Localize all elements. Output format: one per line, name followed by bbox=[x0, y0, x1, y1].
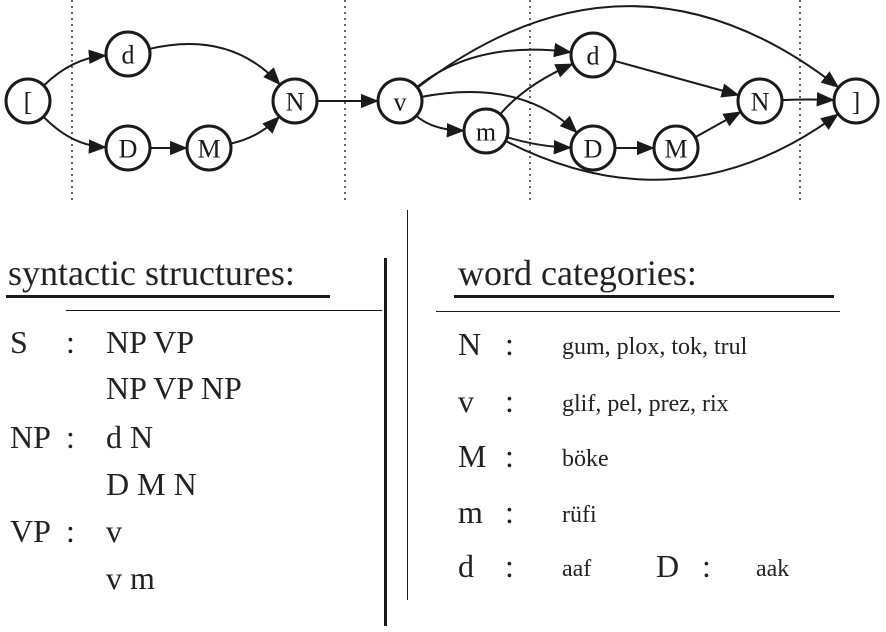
node-label: d bbox=[122, 41, 135, 70]
word-category: D bbox=[656, 548, 680, 584]
edge-start-d1 bbox=[43, 49, 107, 87]
node-circle bbox=[271, 77, 319, 125]
rule-rhs: NP VP bbox=[106, 324, 195, 360]
node-label: d bbox=[587, 42, 600, 71]
word-list: glif, pel, prez, rix bbox=[562, 391, 729, 417]
word-category: M bbox=[458, 438, 487, 474]
node-N1: N bbox=[271, 77, 319, 125]
node-circle bbox=[652, 124, 700, 172]
word-separator: : bbox=[505, 548, 514, 584]
node-circle bbox=[462, 107, 510, 155]
word-category: m bbox=[458, 494, 483, 530]
edge-v-D2 bbox=[421, 91, 578, 134]
edge-m-D2 bbox=[506, 136, 572, 155]
node-v: v bbox=[376, 77, 424, 125]
edge-v-end bbox=[416, 5, 840, 89]
node-start: [ bbox=[4, 77, 52, 125]
edge-N2-end bbox=[781, 92, 835, 107]
node-label: v bbox=[394, 88, 407, 117]
rule-rhs: NP VP NP bbox=[106, 370, 242, 406]
node-label: m bbox=[476, 118, 496, 147]
edge-v-m bbox=[415, 115, 465, 138]
edge-m-d2 bbox=[499, 63, 574, 115]
word-separator: : bbox=[505, 326, 514, 362]
node-circle bbox=[832, 77, 880, 125]
word-separator: : bbox=[505, 494, 514, 530]
node-label: N bbox=[751, 88, 770, 117]
edge-d1-N1 bbox=[149, 43, 281, 86]
words-title-underline bbox=[454, 295, 834, 298]
rule-rhs: D M N bbox=[106, 466, 197, 502]
word-category: d bbox=[458, 548, 474, 584]
edge-d2-N2 bbox=[613, 59, 740, 98]
node-label: [ bbox=[24, 88, 33, 117]
node-circle bbox=[569, 124, 617, 172]
rule-separator: : bbox=[66, 324, 75, 360]
words-title: word categories: bbox=[458, 253, 697, 293]
node-circle bbox=[569, 31, 617, 79]
node-D2: D bbox=[569, 124, 617, 172]
node-circle bbox=[104, 30, 152, 78]
rule-separator: : bbox=[66, 419, 75, 455]
node-M2: M bbox=[652, 124, 700, 172]
word-separator: : bbox=[505, 438, 514, 474]
node-M1: M bbox=[185, 124, 233, 172]
edge-m-end bbox=[505, 113, 839, 181]
divider-center bbox=[407, 210, 408, 600]
word-list: aaf bbox=[562, 556, 592, 582]
node-N2: N bbox=[736, 77, 784, 125]
node-label: M bbox=[197, 135, 220, 164]
node-label: N bbox=[286, 88, 305, 117]
syntax-title: syntactic structures: bbox=[8, 253, 295, 293]
word-list: böke bbox=[562, 446, 609, 472]
rule-lhs: S bbox=[10, 324, 28, 360]
node-label: M bbox=[664, 135, 687, 164]
node-label: D bbox=[119, 135, 138, 164]
node-label: D bbox=[584, 135, 603, 164]
syntax-thin-rule bbox=[66, 310, 382, 311]
node-m: m bbox=[462, 107, 510, 155]
rule-separator: : bbox=[66, 513, 75, 549]
rule-lhs: NP bbox=[10, 419, 51, 455]
word-separator: : bbox=[505, 383, 514, 419]
word-category: v bbox=[458, 383, 474, 419]
rule-rhs: v bbox=[106, 513, 122, 549]
word-list: aak bbox=[756, 556, 790, 582]
edge-start-D1 bbox=[42, 116, 107, 154]
rule-rhs: v m bbox=[106, 560, 155, 596]
divider-left bbox=[384, 258, 387, 626]
node-d1: d bbox=[104, 30, 152, 78]
rule-rhs: d N bbox=[106, 419, 154, 455]
words-thin-rule bbox=[436, 311, 840, 312]
syntax-title-underline bbox=[6, 295, 330, 298]
node-circle bbox=[376, 77, 424, 125]
edge-M2-N2 bbox=[694, 111, 742, 139]
node-label: ] bbox=[852, 88, 861, 117]
word-category: N bbox=[458, 326, 482, 362]
node-d2: d bbox=[569, 31, 617, 79]
node-D1: D bbox=[104, 124, 152, 172]
node-circle bbox=[104, 124, 152, 172]
rule-lhs: VP bbox=[10, 513, 51, 549]
node-end: ] bbox=[832, 77, 880, 125]
edge-v-d2 bbox=[416, 42, 572, 88]
word-list: rüfi bbox=[562, 502, 597, 528]
word-separator: : bbox=[702, 548, 711, 584]
node-circle bbox=[736, 77, 784, 125]
word-list: gum, plox, tok, trul bbox=[562, 334, 748, 360]
node-circle bbox=[4, 77, 52, 125]
edge-M1-N1 bbox=[230, 115, 281, 145]
node-circle bbox=[185, 124, 233, 172]
